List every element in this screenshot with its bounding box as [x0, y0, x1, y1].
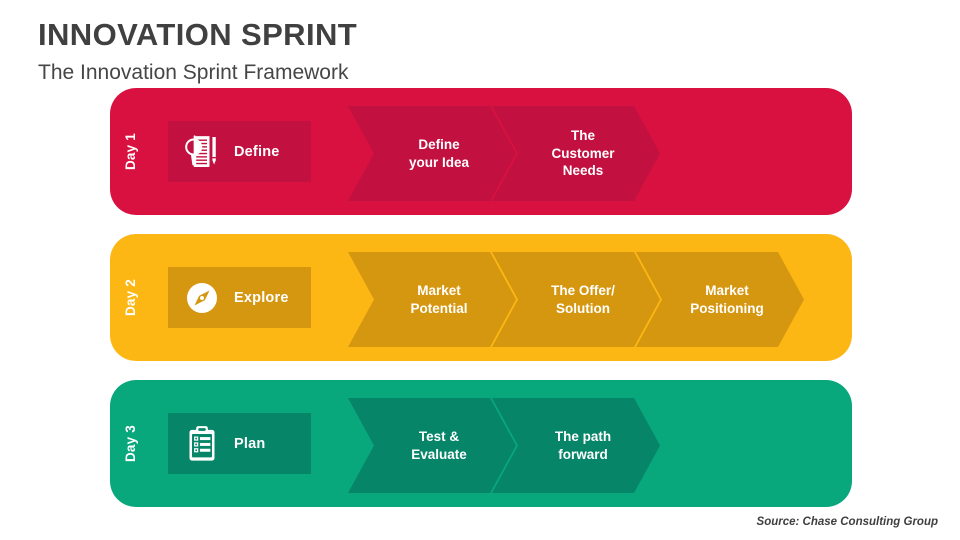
day-label-2-text: Day 2: [123, 278, 139, 317]
step-chevron-define-your-idea[interactable]: Define your Idea: [348, 106, 516, 201]
phase-tile-label-explore: Explore: [234, 289, 289, 306]
page-subtitle: The Innovation Sprint Framework: [38, 61, 349, 84]
phase-row-day-3[interactable]: Day 3: [110, 380, 852, 507]
step-label: The Offer/ Solution: [551, 282, 615, 316]
day-label-3: Day 3: [102, 380, 160, 507]
phase-row-day-2[interactable]: Day 2 Explore Market Potential The Offer…: [110, 234, 852, 361]
phase-tile-plan[interactable]: Plan: [168, 413, 311, 474]
phase-tile-define[interactable]: Define: [168, 121, 311, 182]
step-label: The path forward: [554, 428, 612, 462]
page-title: INNOVATION SPRINT: [38, 17, 358, 52]
day-label-3-text: Day 3: [123, 424, 139, 463]
day-label-1: Day 1: [102, 88, 160, 215]
magnifier-document-pencil-icon: [182, 131, 222, 173]
phase-row-day-1[interactable]: Day 1: [110, 88, 852, 215]
step-chevron-market-positioning[interactable]: Market Positioning: [636, 252, 804, 347]
step-label: Market Potential: [410, 282, 468, 316]
day-label-1-text: Day 1: [123, 132, 139, 171]
day-label-2: Day 2: [102, 234, 160, 361]
source-note: Source: Chase Consulting Group: [756, 516, 938, 528]
phase-tile-label-plan: Plan: [234, 435, 266, 452]
step-chevron-test-and-evaluate[interactable]: Test & Evaluate: [348, 398, 516, 493]
step-label: Define your Idea: [408, 136, 470, 170]
step-label: Market Positioning: [690, 282, 764, 316]
compass-icon: [182, 277, 222, 319]
phase-tile-explore[interactable]: Explore: [168, 267, 311, 328]
step-chevron-the-offer-solution[interactable]: The Offer/ Solution: [492, 252, 660, 347]
phase-tile-label-define: Define: [234, 143, 280, 160]
step-chevron-market-potential[interactable]: Market Potential: [348, 252, 516, 347]
step-label: Test & Evaluate: [411, 428, 467, 462]
step-label: The Customer Needs: [551, 128, 615, 179]
step-chevron-the-path-forward[interactable]: The path forward: [492, 398, 660, 493]
clipboard-checklist-icon: [182, 423, 222, 465]
step-chevron-the-customer-needs[interactable]: The Customer Needs: [492, 106, 660, 201]
